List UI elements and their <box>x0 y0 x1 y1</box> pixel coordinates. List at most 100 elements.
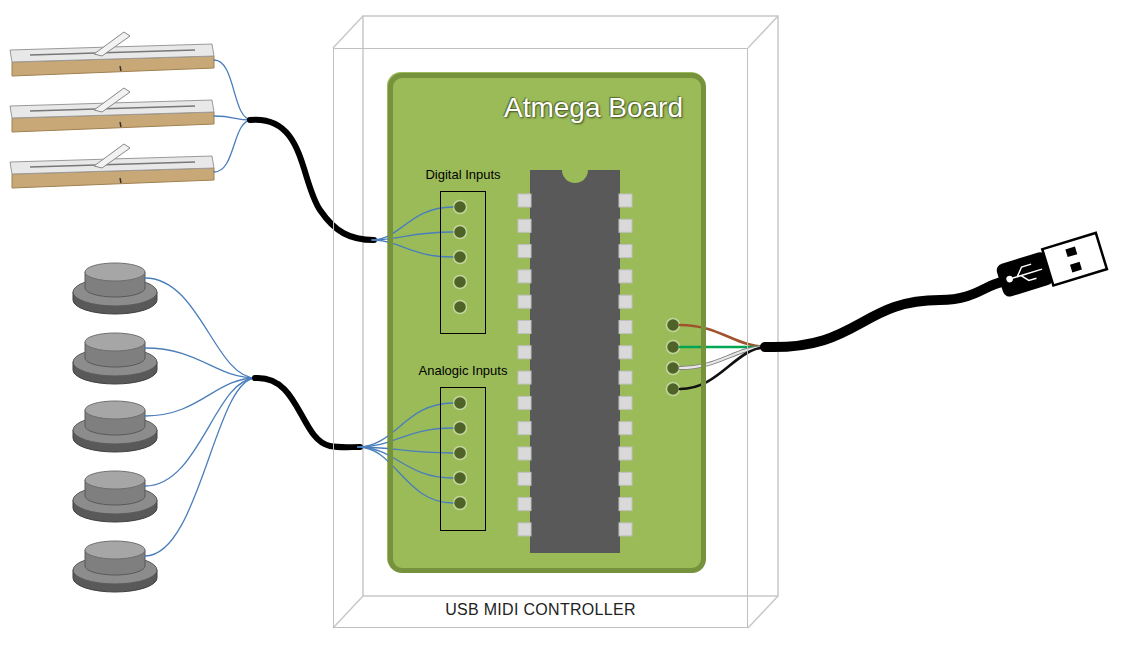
signal-wire <box>214 60 252 120</box>
chip-pin <box>619 498 632 511</box>
button-cap-top <box>85 333 145 351</box>
chip-pin <box>518 422 531 435</box>
fader-tick <box>120 122 121 127</box>
signal-wire <box>358 428 453 447</box>
chip-pin <box>619 422 632 435</box>
device-caption: USB MIDI CONTROLLER <box>334 601 747 619</box>
signal-wire <box>358 403 453 447</box>
board-fill <box>387 72 705 572</box>
enclosure-edge <box>748 16 778 48</box>
circuit-board: Digital InputsAnalogic Inputs Atmega Boar… <box>388 73 706 573</box>
chip-pin <box>619 346 632 359</box>
wire-group <box>145 60 1002 556</box>
chip-pin <box>518 321 531 334</box>
chip-pin <box>619 245 632 258</box>
input-header: Analogic Inputs <box>414 362 513 531</box>
push-button <box>73 401 157 452</box>
pin-header-box <box>440 387 486 531</box>
fader-knob <box>94 88 130 112</box>
push-button <box>73 541 157 592</box>
usb-symbol-line <box>1007 261 1044 285</box>
button-cap-top <box>85 401 145 419</box>
solder-pad <box>454 201 467 214</box>
chip-pin <box>619 321 632 334</box>
plug-hole <box>1065 247 1077 258</box>
signal-wire <box>145 378 256 556</box>
chip-pin <box>619 472 632 485</box>
push-button <box>73 333 157 384</box>
chip-pin <box>518 447 531 460</box>
solder-pad <box>667 319 680 332</box>
signal-wire <box>358 447 453 503</box>
usb-wire <box>680 347 768 389</box>
header-label: Digital Inputs <box>420 166 505 184</box>
enclosure-edge <box>748 596 778 628</box>
enclosure-back-face <box>363 16 778 596</box>
button-group <box>73 263 157 592</box>
chip-pin <box>619 371 632 384</box>
pin-header-box <box>440 191 486 334</box>
chip-pin <box>518 270 531 283</box>
usb-symbol <box>1005 261 1044 286</box>
solder-pad <box>454 497 467 510</box>
enclosure-edge <box>333 596 363 628</box>
chip-pin <box>518 472 531 485</box>
chip-pin <box>518 219 531 232</box>
chip-pin <box>518 371 531 384</box>
slide-potentiometer <box>10 88 214 132</box>
chip-pin <box>619 447 632 460</box>
solder-pad <box>667 341 680 354</box>
push-button <box>73 471 157 522</box>
signal-wire <box>145 348 256 378</box>
usb-cable <box>765 282 1002 347</box>
usb-symbol-dot <box>1006 276 1012 282</box>
fader-group <box>10 32 214 188</box>
chip-pin <box>619 194 632 207</box>
signal-wire <box>214 120 252 172</box>
usb-wire <box>680 325 768 347</box>
chip-notch <box>562 170 588 183</box>
plug-hole <box>1070 262 1082 273</box>
solder-pad <box>454 472 467 485</box>
enclosure-edge <box>333 16 363 48</box>
fader-knob <box>94 32 130 56</box>
fader-slot <box>30 106 195 111</box>
input-header: Digital Inputs <box>420 166 505 334</box>
enclosure-outline <box>333 16 778 628</box>
chip-pin <box>619 219 632 232</box>
chip-pin <box>619 295 632 308</box>
chip-pin <box>619 270 632 283</box>
signal-wire <box>214 116 252 120</box>
signal-wire <box>145 378 256 486</box>
enclosure-box: Digital InputsAnalogic Inputs Atmega Boar… <box>333 48 748 628</box>
solder-pad <box>454 226 467 239</box>
fader-tick <box>120 178 121 183</box>
slide-potentiometer <box>10 32 214 76</box>
dip-chip <box>530 170 620 553</box>
chip-body <box>530 170 620 553</box>
chip-pin <box>518 523 531 536</box>
chip-pin <box>518 194 531 207</box>
button-cap-top <box>85 541 145 559</box>
header-label: Analogic Inputs <box>414 362 513 380</box>
fader-slot <box>30 162 195 167</box>
chip-pin <box>518 245 531 258</box>
plug-shell <box>1042 233 1107 286</box>
board-title: Atmega Board <box>504 92 683 124</box>
chip-pin <box>518 295 531 308</box>
solder-pad <box>454 301 467 314</box>
fader-tick <box>120 66 121 71</box>
chip-pin <box>619 523 632 536</box>
solder-pad <box>454 422 467 435</box>
usb-plug <box>994 233 1106 300</box>
solder-pad <box>454 397 467 410</box>
solder-pad <box>454 447 467 460</box>
chip-pin <box>619 396 632 409</box>
fader-knob <box>94 144 130 168</box>
solder-pad <box>667 362 680 375</box>
chip-pin <box>518 346 531 359</box>
solder-pad <box>667 383 680 396</box>
signal-wire <box>145 278 256 378</box>
fader-slot <box>30 50 195 55</box>
